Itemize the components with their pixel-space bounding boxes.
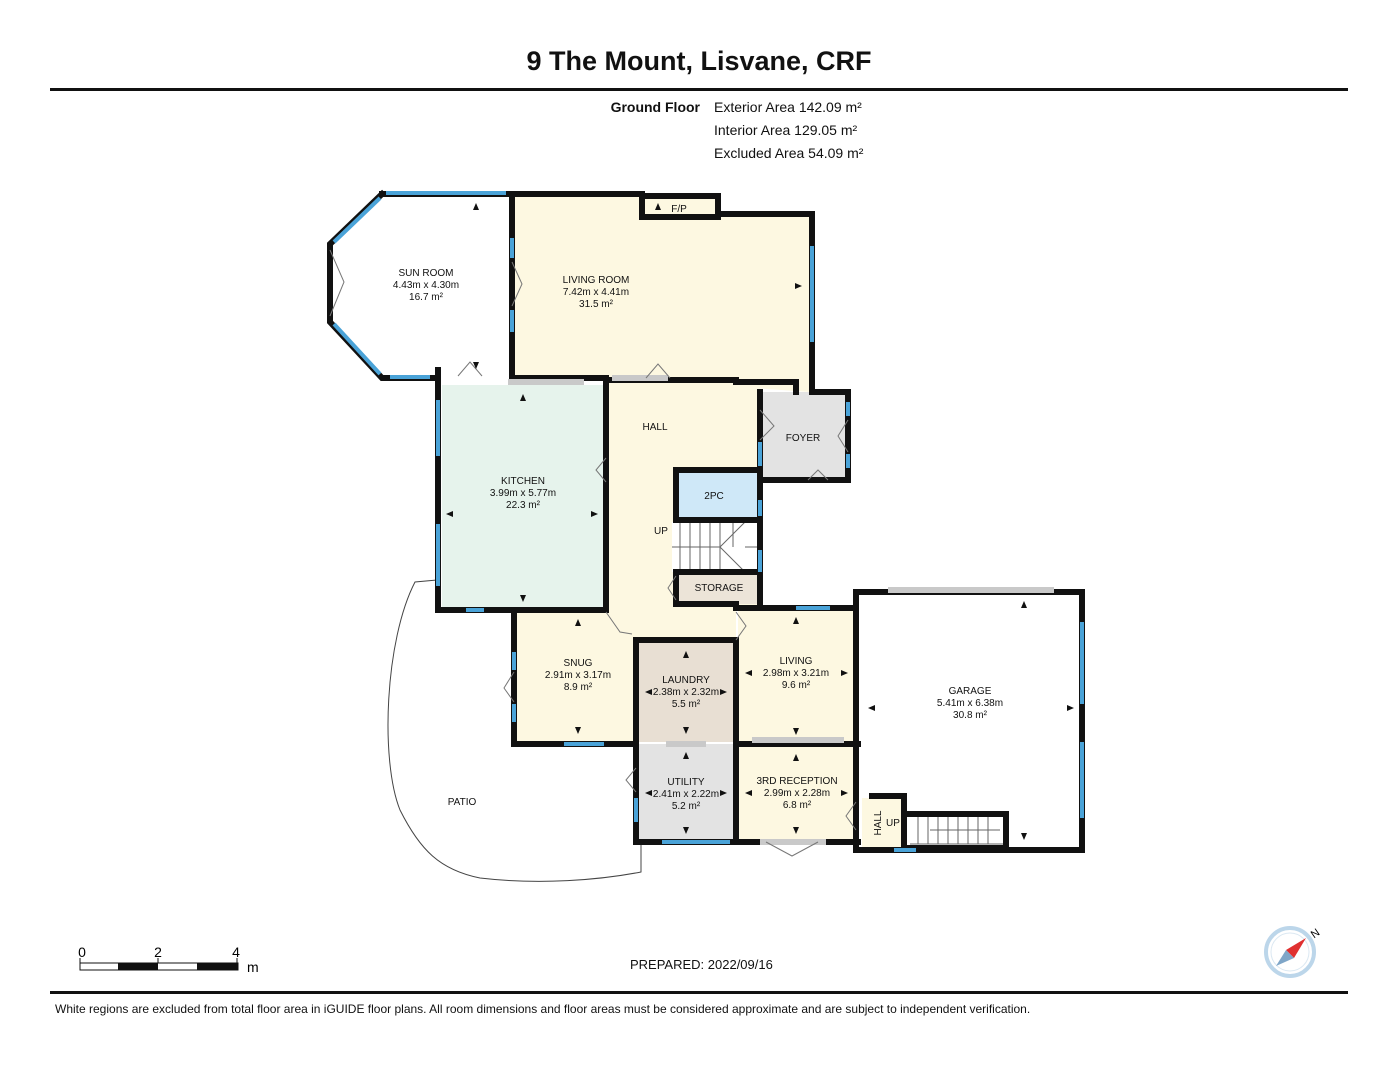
snug-area-text: 8.9 m² (564, 682, 593, 693)
two-pc-label: 2PC (704, 491, 723, 502)
storage-area (678, 572, 758, 604)
compass-icon: N (1264, 926, 1322, 978)
living-area (738, 608, 856, 744)
living-name: LIVING (780, 656, 813, 667)
kitchen-area-text: 22.3 m² (506, 500, 541, 511)
laundry-name: LAUNDRY (662, 675, 710, 686)
sun-room-dims: 4.43m x 4.30m (393, 280, 459, 291)
small-hall-label: HALL (873, 810, 884, 835)
door-openings (508, 375, 1054, 845)
third-reception-area (738, 746, 856, 840)
up-garage-label: UP (886, 818, 900, 829)
living-room-area (514, 196, 810, 392)
title-rule (50, 88, 1348, 91)
third-reception-area-text: 6.8 m² (783, 800, 812, 811)
kitchen-name: KITCHEN (501, 476, 545, 487)
living-dims: 2.98m x 3.21m (763, 668, 829, 679)
living-area-text: 9.6 m² (782, 680, 811, 691)
plan-title: 9 The Mount, Lisvane, CRF (526, 46, 872, 76)
utility-area-text: 5.2 m² (672, 801, 701, 812)
laundry-area (636, 642, 734, 742)
small-hall-area (862, 798, 904, 848)
third-reception-name: 3RD RECEPTION (756, 776, 837, 787)
fp-area (642, 196, 716, 217)
two-pc-area (678, 472, 758, 518)
patio-label: PATIO (448, 797, 477, 808)
garage-name: GARAGE (949, 686, 992, 697)
laundry-area-text: 5.5 m² (672, 699, 701, 710)
scale-tick-4: 4 (232, 944, 240, 960)
garage-area-text: 30.8 m² (953, 710, 988, 721)
utility-name: UTILITY (667, 777, 705, 788)
patio-outline (387, 579, 642, 882)
excluded-area: Excluded Area 54.09 m² (714, 145, 864, 161)
scale-bar: 0 2 4 m (78, 944, 259, 975)
snug-name: SNUG (564, 658, 593, 669)
sun-room-area (330, 194, 510, 378)
sun-room-area-text: 16.7 m² (409, 292, 444, 303)
snug-area (516, 610, 634, 742)
utility-dims: 2.41m x 2.22m (653, 789, 719, 800)
dimension-arrows (446, 203, 1074, 840)
interior-area: Interior Area 129.05 m² (714, 122, 858, 138)
prepared-date: PREPARED: 2022/09/16 (630, 957, 773, 972)
living-room-area-text: 31.5 m² (579, 299, 614, 310)
fp-label: F/P (671, 204, 687, 215)
foyer-area (760, 392, 848, 480)
scale-unit: m (247, 959, 259, 975)
kitchen-area (442, 385, 604, 607)
third-reception-dims: 2.99m x 2.28m (764, 788, 830, 799)
utility-area (638, 744, 734, 840)
main-stairs (672, 521, 758, 573)
disclaimer: White regions are excluded from total fl… (55, 1002, 1031, 1016)
garage-stairs (910, 815, 1004, 845)
living-room-dims: 7.42m x 4.41m (563, 287, 629, 298)
exterior-area: Exterior Area 142.09 m² (714, 99, 862, 115)
scale-tick-0: 0 (78, 944, 86, 960)
sun-room-name: SUN ROOM (399, 268, 454, 279)
kitchen-dims: 3.99m x 5.77m (490, 488, 556, 499)
storage-label: STORAGE (695, 583, 744, 594)
laundry-dims: 2.38m x 2.32m (653, 687, 719, 698)
up-main-label: UP (654, 526, 668, 537)
garage-dims: 5.41m x 6.38m (937, 698, 1003, 709)
hall-label: HALL (642, 422, 667, 433)
scale-tick-2: 2 (154, 944, 162, 960)
floor-name: Ground Floor (610, 99, 700, 115)
foyer-label: FOYER (786, 433, 820, 444)
snug-dims: 2.91m x 3.17m (545, 670, 611, 681)
living-room-name: LIVING ROOM (563, 275, 630, 286)
door-swings (329, 249, 857, 857)
footer-rule (50, 991, 1348, 994)
windows (332, 191, 1084, 852)
